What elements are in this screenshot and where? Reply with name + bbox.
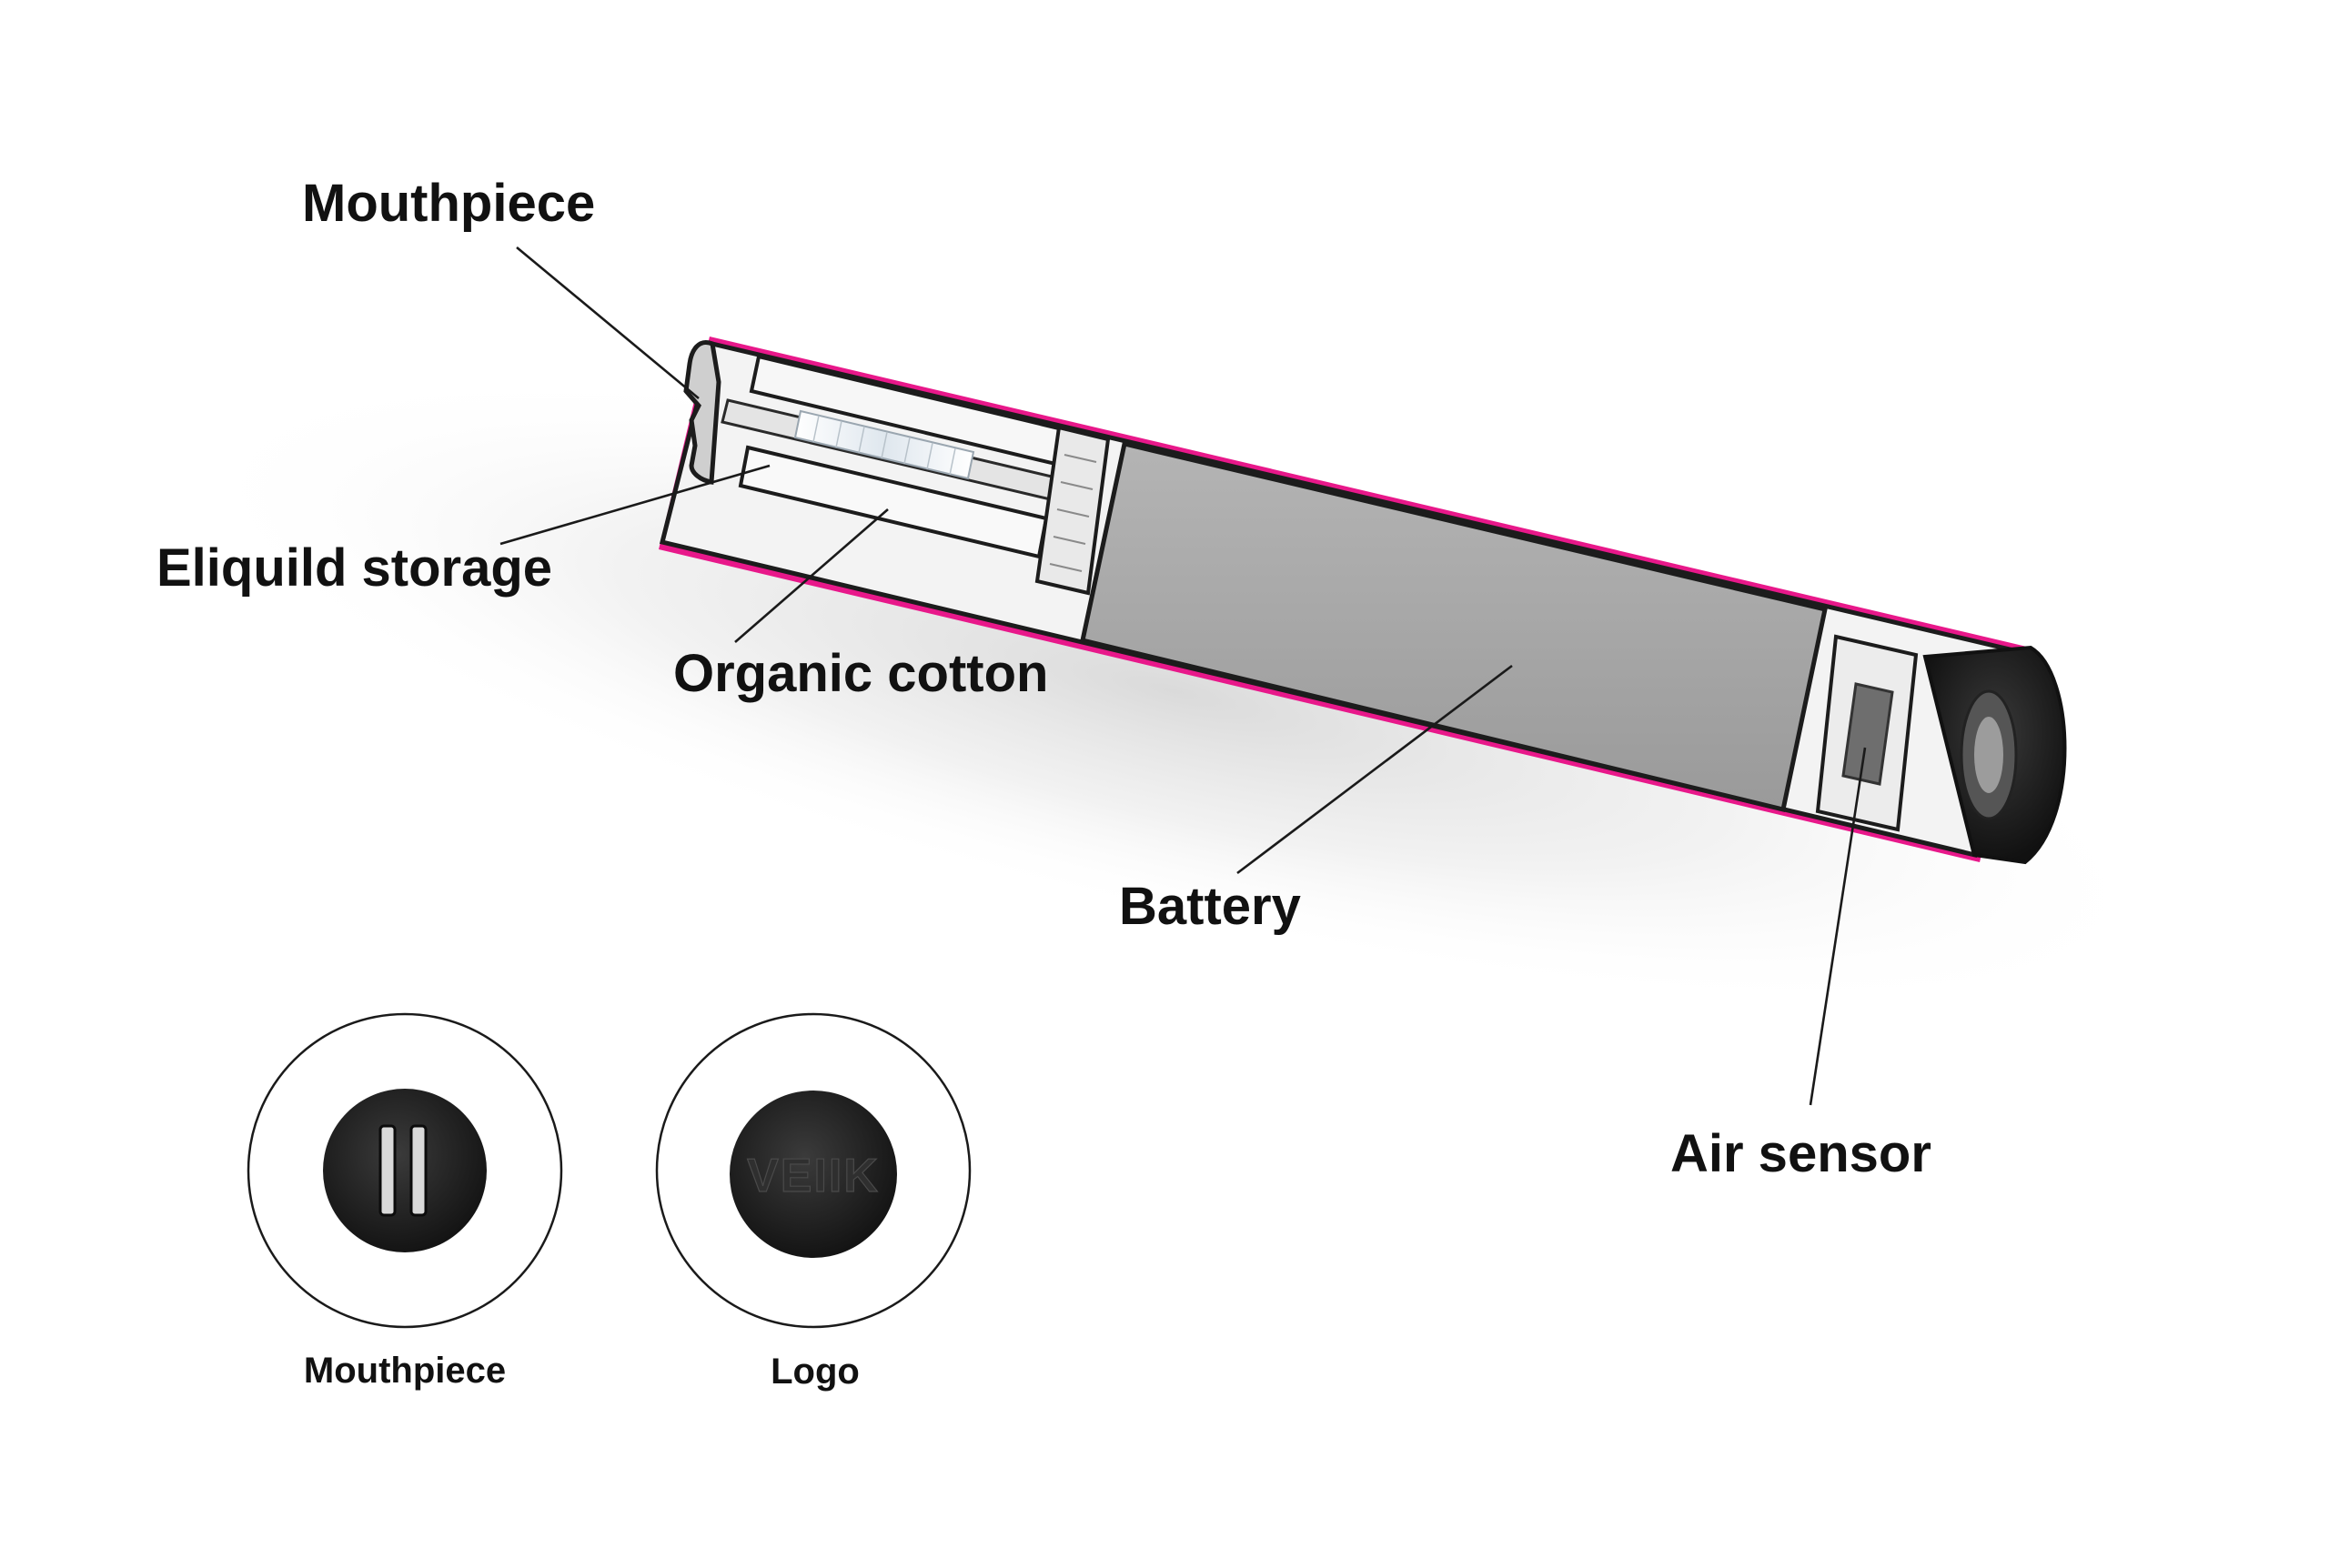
air-sensor-chip	[1841, 682, 1894, 786]
coil-ribs	[812, 415, 956, 476]
label-mouthpiece: Mouthpiece	[302, 174, 595, 233]
leader-battery	[1236, 664, 1513, 875]
mouthpiece-slot-left	[378, 1124, 397, 1217]
label-eliquid-storage: Eliquild storage	[156, 538, 552, 598]
detail-logo: VEIIK Logo	[655, 1012, 972, 1392]
leader-eliquid	[499, 464, 771, 546]
detail-mouthpiece: Mouthpiece	[247, 1012, 563, 1391]
mouthpiece-cap	[683, 340, 721, 485]
leader-mouthpiece	[516, 246, 700, 400]
logo-cap-icon	[730, 1091, 897, 1258]
leader-lines	[499, 246, 1867, 1106]
caption-mouthpiece: Mouthpiece	[304, 1351, 506, 1391]
leader-cotton	[734, 508, 889, 643]
mouthpiece-tip-icon	[323, 1089, 487, 1252]
leader-air-sensor	[1809, 747, 1867, 1106]
battery-cell	[1080, 440, 1828, 813]
bottom-cap-inner	[1974, 717, 2003, 793]
connector	[1034, 425, 1111, 596]
caption-logo: Logo	[771, 1352, 860, 1392]
label-organic-cotton: Organic cotton	[673, 644, 1048, 703]
label-air-sensor: Air sensor	[1670, 1124, 1931, 1183]
logo-mark: VEIIK	[747, 1150, 880, 1202]
mouthpiece-slot-right	[409, 1124, 428, 1217]
device-cutaway	[659, 337, 2067, 865]
label-battery: Battery	[1119, 877, 1301, 936]
connector-fins	[1049, 454, 1097, 572]
